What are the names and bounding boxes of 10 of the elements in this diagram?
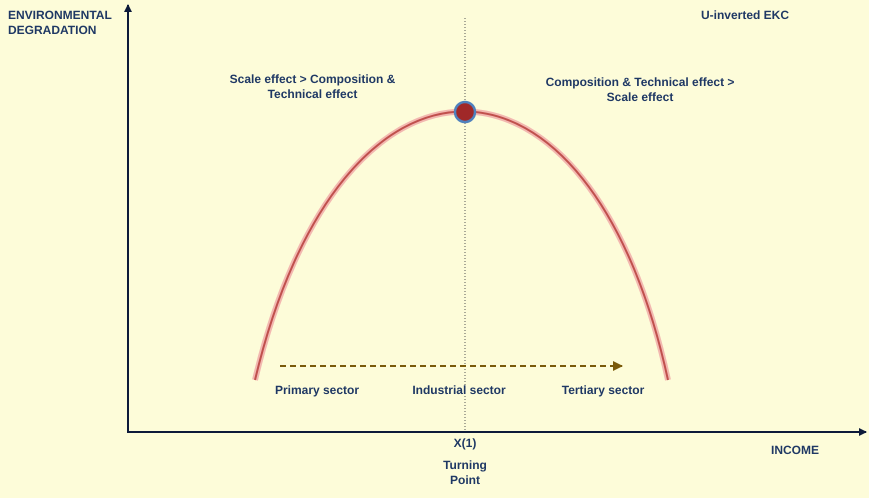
annotation-text: Scale effect > Composition & Technical effect — [228, 72, 396, 102]
sector-label: Industrial sector — [411, 383, 507, 398]
annotation-text: Turning Point — [442, 458, 488, 488]
sector-label: Tertiary sector — [560, 383, 646, 398]
annotation-text: Composition & Technical effect > Scale effect — [544, 75, 736, 105]
axis-title: ENVIRONMENTAL DEGRADATION — [8, 8, 113, 38]
chart-title: U-inverted EKC — [700, 8, 790, 23]
tick-label: X(1) — [452, 436, 478, 451]
sector-label: Primary sector — [274, 383, 360, 398]
axis-title: INCOME — [770, 443, 820, 458]
